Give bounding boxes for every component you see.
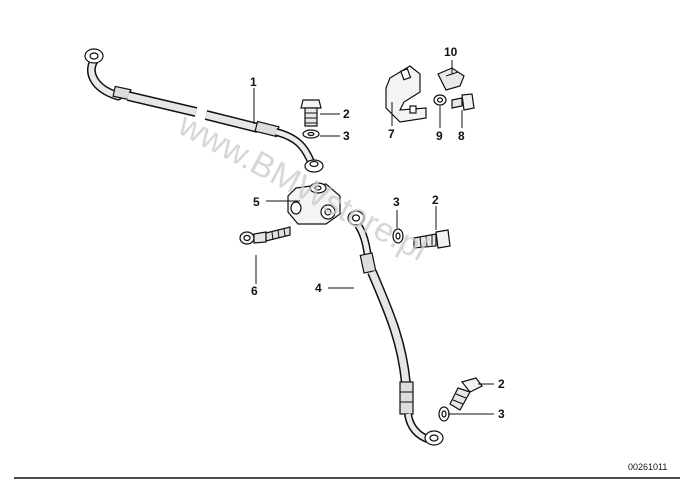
brake-line-1: [84, 48, 324, 173]
reference-code: 00261011: [628, 462, 667, 472]
banjo-bolt-2-top: [300, 99, 322, 127]
callout-7: 7: [388, 127, 395, 141]
callout-6: 6: [251, 284, 258, 298]
washer-3-bottom: [438, 406, 450, 422]
callout-8: 8: [458, 129, 465, 143]
brake-hose-4: [347, 210, 444, 446]
callout-3-middle: 3: [393, 195, 400, 209]
callout-1: 1: [250, 75, 257, 89]
callout-2-bottom: 2: [498, 377, 505, 391]
callout-10: 10: [444, 45, 458, 59]
banjo-bolt-2-bottom: [449, 377, 483, 411]
callout-3-bottom: 3: [498, 407, 505, 421]
callout-3-top: 3: [343, 129, 350, 143]
banjo-bolt-2-middle: [413, 229, 451, 249]
callout-2-top: 2: [343, 107, 350, 121]
washer-3-top: [302, 129, 320, 139]
distributor-block-5: [287, 182, 341, 225]
callout-4: 4: [315, 281, 322, 295]
callout-5: 5: [253, 195, 260, 209]
clip-10: [437, 67, 465, 91]
callout-2-middle: 2: [432, 193, 439, 207]
bolt-8: [451, 93, 475, 111]
leader-lines: [253, 60, 494, 415]
washer-9: [433, 94, 447, 106]
bracket-7: [385, 65, 427, 123]
screw-6: [239, 226, 291, 245]
washer-3-middle: [392, 228, 404, 244]
callout-9: 9: [436, 129, 443, 143]
callout-labels: 1 2 3 5 6 3 2 4 2 3 7 9 8 10: [250, 45, 505, 421]
